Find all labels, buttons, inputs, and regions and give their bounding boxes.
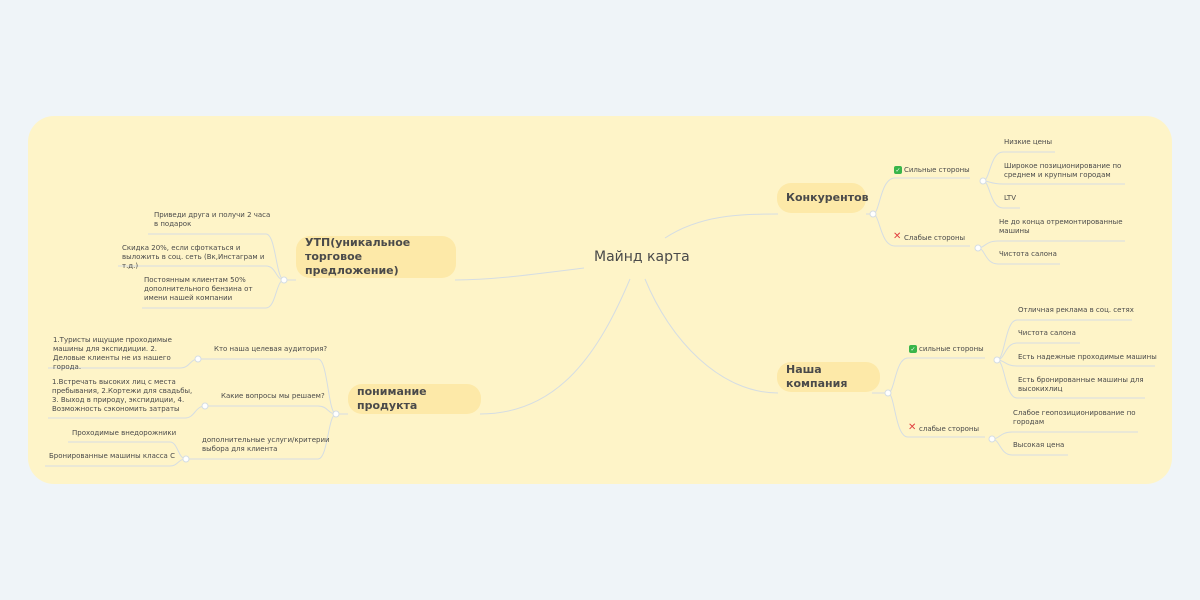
check-icon: ✓ xyxy=(909,345,917,353)
usp-item-1[interactable]: Приведи друга и получи 2 часа в подарок xyxy=(154,211,271,228)
company-strengths-label[interactable]: сильные стороны xyxy=(919,345,984,353)
cross-icon: ✕ xyxy=(908,422,917,433)
company-strength-1[interactable]: Отличная реклама в соц. сетях xyxy=(1018,306,1134,314)
competitor-strength-1[interactable]: Низкие цены xyxy=(1004,138,1053,146)
product-answer-3-1[interactable]: Проходимые внедорожники xyxy=(72,429,177,437)
product-question-1[interactable]: Кто наша целевая аудитория? xyxy=(214,345,328,353)
topic-company[interactable]: Наша компания xyxy=(777,362,880,392)
cross-icon: ✕ xyxy=(893,231,902,242)
topic-competitors[interactable]: Конкурентов xyxy=(777,183,869,213)
usp-item-2[interactable]: Скидка 20%, если сфоткаться и выложить в… xyxy=(122,244,265,270)
check-icon: ✓ xyxy=(894,166,902,174)
company-strength-3[interactable]: Есть надежные проходимые машины xyxy=(1018,353,1157,361)
topic-usp[interactable]: УТП(уникальное торговое предложение) xyxy=(296,236,456,278)
product-answer-3-2[interactable]: Бронированные машины класса С xyxy=(49,452,175,460)
product-question-3[interactable]: дополнительные услуги/критерии выбора дл… xyxy=(202,436,330,453)
company-strength-4[interactable]: Есть бронированные машины для высокихлиц xyxy=(1018,376,1144,393)
competitor-weakness-1[interactable]: Не до конца отремонтированные машины xyxy=(999,218,1123,235)
product-question-2[interactable]: Какие вопросы мы решаем? xyxy=(221,392,325,400)
company-weakness-2[interactable]: Высокая цена xyxy=(1013,441,1065,449)
company-weaknesses-label[interactable]: слабые стороны xyxy=(919,425,980,433)
company-weakness-1[interactable]: Слабое геопозиционирование по городам xyxy=(1013,409,1136,426)
mindmap-board xyxy=(28,116,1172,484)
competitors-weaknesses-label[interactable]: Слабые стороны xyxy=(904,234,966,242)
product-answer-2[interactable]: 1.Встречать высоких лиц с места пребыван… xyxy=(52,378,193,413)
competitors-strengths-label[interactable]: Сильные стороны xyxy=(904,166,970,174)
product-answer-1[interactable]: 1.Туристы ищущие проходимые машины для э… xyxy=(53,336,172,371)
usp-item-3[interactable]: Постоянным клиентам 50% дополнительного … xyxy=(144,276,253,302)
topic-product[interactable]: понимание продукта xyxy=(348,384,481,414)
competitor-strength-2[interactable]: Широкое позиционирование по среднем и кр… xyxy=(1004,162,1122,179)
central-topic[interactable]: Майнд карта xyxy=(594,249,690,265)
competitor-weakness-2[interactable]: Чистота салона xyxy=(999,250,1057,258)
company-strength-2[interactable]: Чистота салона xyxy=(1018,329,1076,337)
competitor-strength-3[interactable]: LTV xyxy=(1004,194,1017,202)
